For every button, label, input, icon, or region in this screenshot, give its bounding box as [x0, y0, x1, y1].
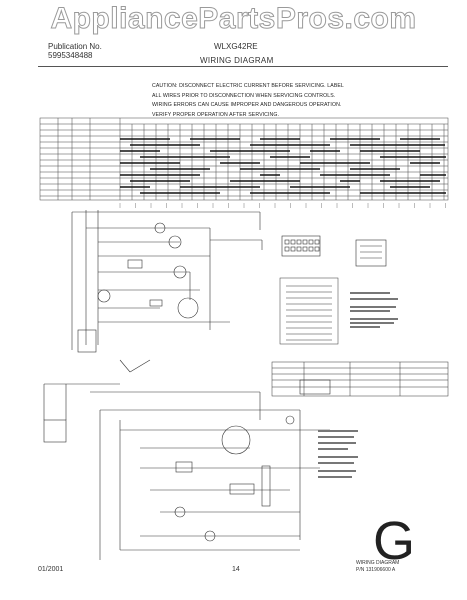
connector-pin [302, 246, 308, 252]
lower-schematic [43, 359, 331, 560]
door-switch-icon [299, 379, 331, 395]
dryer-motor-icon [221, 425, 251, 455]
connector-pin [290, 246, 296, 252]
valve-icon [173, 265, 187, 279]
pump-icon [97, 289, 111, 303]
watermark: AppliancePartsPros.com [50, 2, 417, 36]
heater-icon [261, 465, 271, 507]
connector-pin [308, 246, 314, 252]
diagram-caption: WIRING DIAGRAM P/N 131906600 A [356, 560, 399, 574]
model-number: WLXG42RE [214, 42, 258, 51]
caution-line: VERIFY PROPER OPERATION AFTER SERVICING. [152, 111, 280, 118]
connector-pin [290, 239, 296, 245]
ignitor-icon [229, 483, 255, 495]
lower-right-notes [318, 430, 358, 478]
dryer-timer-icon [43, 419, 67, 443]
caution-line: WIRING ERRORS CAN CAUSE IMPROPER AND DAN… [152, 102, 342, 108]
relay-icon [127, 259, 143, 269]
timer-chart-bars [120, 138, 446, 194]
thermostat-icon [174, 506, 186, 518]
motor-icon [168, 235, 182, 249]
page-title: WIRING DIAGRAM [200, 56, 274, 65]
timer-chart-frame [39, 117, 449, 201]
publication-number: 5995348488 [48, 51, 93, 60]
caution-notice: CAUTION: DISCONNECT ELECTRIC CURRENT BEF… [152, 82, 344, 120]
connector-pin [308, 239, 314, 245]
timer-chart [39, 117, 449, 201]
footer-date: 01/2001 [38, 566, 64, 573]
connector-pin [284, 239, 290, 245]
cycles-table [271, 361, 449, 397]
pressure-switch-icon [154, 222, 166, 234]
connector-pin [314, 239, 320, 245]
selector-switch-icon [355, 239, 387, 267]
connector-pin [284, 246, 290, 252]
notes-text [350, 292, 398, 328]
hi-limit-icon [204, 530, 216, 542]
caution-line: CAUTION: DISCONNECT ELECTRIC CURRENT BEF… [152, 83, 344, 89]
upper-schematic [71, 210, 263, 353]
diagram-letter: G [373, 511, 416, 571]
connector-pin [296, 239, 302, 245]
buzzer-icon [285, 415, 295, 425]
connector-pin [296, 246, 302, 252]
header-rule [38, 66, 448, 67]
connector-block [281, 235, 387, 267]
control-board-icon [77, 329, 97, 353]
connector-pin [302, 239, 308, 245]
diagram-label: WIRING DIAGRAM [356, 560, 400, 566]
page-number: 14 [232, 566, 240, 573]
drive-motor-icon [177, 297, 199, 319]
publication-label: Publication No. [48, 42, 102, 51]
connector-pin [314, 246, 320, 252]
legend-box [279, 277, 339, 345]
caution-line: ALL WIRES PRIOR TO DISCONNECTION WHEN SE… [152, 92, 336, 99]
part-number: P/N 131906600 A [356, 567, 396, 573]
timer-chart-ticks [119, 203, 446, 208]
gas-valve-icon [175, 461, 193, 473]
capacitor-icon [149, 299, 163, 307]
